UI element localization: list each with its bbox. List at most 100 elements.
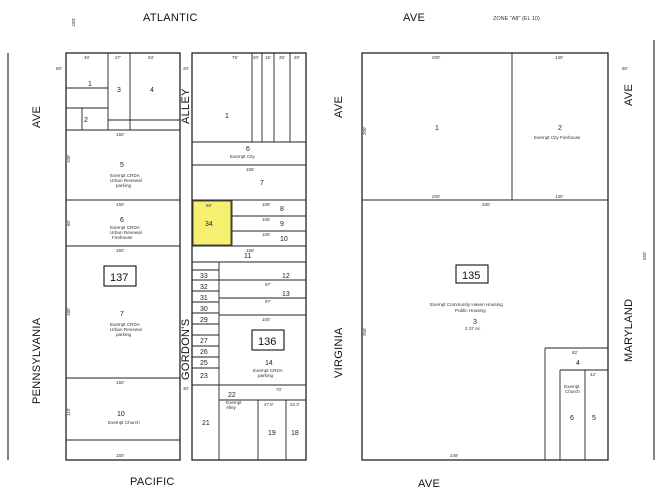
dim-150c: 150' bbox=[116, 248, 125, 253]
lot-1-136: 1 bbox=[225, 113, 229, 120]
top-left-dimension: 100' bbox=[71, 18, 76, 27]
street-ave-left: AVE bbox=[31, 106, 43, 128]
note-5-line3: parking bbox=[116, 183, 132, 188]
dim-100: 100' bbox=[262, 317, 271, 322]
dim-130b: 130' bbox=[555, 194, 564, 199]
lot-11-136: 11 bbox=[244, 253, 251, 260]
lot-10-136: 10 bbox=[280, 236, 288, 243]
lot-34-136[interactable]: 34 bbox=[205, 221, 213, 228]
street-ave-right: AVE bbox=[623, 84, 635, 106]
dim-20: 20' bbox=[183, 66, 189, 71]
dim-330: 330' bbox=[482, 202, 491, 207]
note-5-line1: Exempt CRDA bbox=[110, 173, 141, 178]
street-ave-virginia: AVE bbox=[333, 96, 345, 118]
note-6-line3: Firehouse bbox=[112, 235, 133, 240]
note-7-line3: parking bbox=[116, 332, 132, 337]
dim-150a: 150' bbox=[116, 132, 125, 137]
note-7-line1: Exempt CRDA bbox=[110, 322, 141, 327]
lot-4-137: 4 bbox=[150, 87, 154, 94]
block-136 bbox=[191, 52, 307, 461]
note-7-line2: Urban Renewal bbox=[110, 327, 142, 332]
lot-3-137: 3 bbox=[117, 87, 121, 94]
lot-7-136: 7 bbox=[260, 180, 264, 187]
street-ave-top: AVE bbox=[403, 12, 425, 24]
lot-2-137: 2 bbox=[84, 117, 88, 124]
dim-70: 70' bbox=[276, 387, 282, 392]
block-137-box bbox=[103, 265, 137, 287]
street-maryland: MARYLAND bbox=[623, 299, 635, 362]
street-pennsylvania: PENNSYLVANIA bbox=[31, 317, 43, 404]
dim-200a: 200' bbox=[432, 55, 441, 60]
dim-105b: 105' bbox=[262, 217, 271, 222]
lot-8-136: 8 bbox=[280, 206, 284, 213]
dim-200b: 200' bbox=[432, 194, 441, 199]
dim-82: 82' bbox=[572, 350, 578, 355]
lot-6-137: 6 bbox=[120, 217, 124, 224]
dim-80a: 80' bbox=[56, 66, 62, 71]
lot-19-136: 19 bbox=[268, 430, 276, 437]
dim-150d: 150' bbox=[116, 380, 125, 385]
note-acreage: 2.37 Ac bbox=[465, 326, 481, 331]
note-6-line2: Urban Renewal bbox=[110, 230, 142, 235]
dim-105c: 105' bbox=[262, 232, 271, 237]
dim-110: 110' bbox=[66, 408, 71, 416]
lot-3-135: 3 bbox=[473, 319, 477, 326]
lot-23-136: 23 bbox=[200, 373, 208, 380]
zone-label: ZONE "A8" (EL 10) bbox=[493, 16, 540, 22]
block-136-box bbox=[251, 329, 285, 351]
street-atlantic: ATLANTIC bbox=[143, 12, 198, 24]
lot-4-135: 4 bbox=[576, 360, 580, 367]
lot-26-136: 26 bbox=[200, 349, 208, 356]
dim-63: 63' bbox=[148, 55, 154, 60]
block-135 bbox=[361, 52, 609, 461]
note-alley-line2: Alley bbox=[226, 405, 237, 410]
dim-20a: 20' bbox=[253, 55, 259, 60]
dim-15: 15' bbox=[265, 55, 271, 60]
block-137-number: 137 bbox=[110, 272, 128, 284]
block-135-box bbox=[455, 264, 489, 284]
lot-30-136: 30 bbox=[200, 306, 208, 313]
dim-105a: 105' bbox=[262, 202, 271, 207]
lot-6-136: 6 bbox=[246, 146, 250, 153]
dim-42: 42' bbox=[590, 372, 596, 377]
street-alley: ALLEY bbox=[180, 88, 192, 124]
dim-27: 27' bbox=[115, 55, 121, 60]
dim-20b: 20' bbox=[294, 55, 300, 60]
block-137 bbox=[65, 52, 181, 461]
dim-180: 180' bbox=[66, 307, 71, 316]
lot-31-136: 31 bbox=[200, 295, 208, 302]
dim-130a: 130' bbox=[555, 55, 564, 60]
lot-1-135: 1 bbox=[435, 125, 439, 132]
dim-550: 550' bbox=[642, 251, 647, 260]
lot-5-135: 5 bbox=[592, 415, 596, 422]
dim-350: 350' bbox=[362, 327, 367, 336]
lot-25-136: 25 bbox=[200, 360, 208, 367]
lot-21-136: 21 bbox=[202, 420, 210, 427]
lot-5-137: 5 bbox=[120, 162, 124, 169]
lot-22-136: 22 bbox=[228, 392, 236, 399]
dim-75: 75' bbox=[232, 55, 238, 60]
lot-10-137: 10 bbox=[117, 411, 125, 418]
dim-150e: 150' bbox=[116, 453, 125, 458]
dim-47: 47.8' bbox=[264, 402, 274, 407]
street-ave-bottom: AVE bbox=[418, 478, 440, 490]
dim-50-lot34: 50' bbox=[206, 203, 212, 208]
street-virginia: VIRGINIA bbox=[333, 327, 345, 378]
dim-30: 30' bbox=[183, 386, 189, 391]
highlighted-lot-34[interactable] bbox=[192, 200, 232, 246]
lot-6-135: 6 bbox=[570, 415, 574, 422]
dim-155b: 155' bbox=[246, 248, 255, 253]
note-haven-line1: Exempt Community Haven Housing bbox=[430, 302, 503, 307]
dim-60: 60' bbox=[66, 220, 71, 226]
lot-32-136: 32 bbox=[200, 284, 208, 291]
note-church-line2: Church bbox=[565, 389, 580, 394]
block-136-number: 136 bbox=[258, 336, 276, 348]
dim-97b: 97' bbox=[265, 299, 271, 304]
dim-40: 40' bbox=[84, 55, 90, 60]
lot-29-136: 29 bbox=[200, 317, 208, 324]
note-14-line1: Exempt CRDA bbox=[253, 368, 284, 373]
dim-155a: 155' bbox=[246, 167, 255, 172]
street-pacific: PACIFIC bbox=[130, 476, 175, 488]
map-edge-lines bbox=[7, 40, 655, 460]
